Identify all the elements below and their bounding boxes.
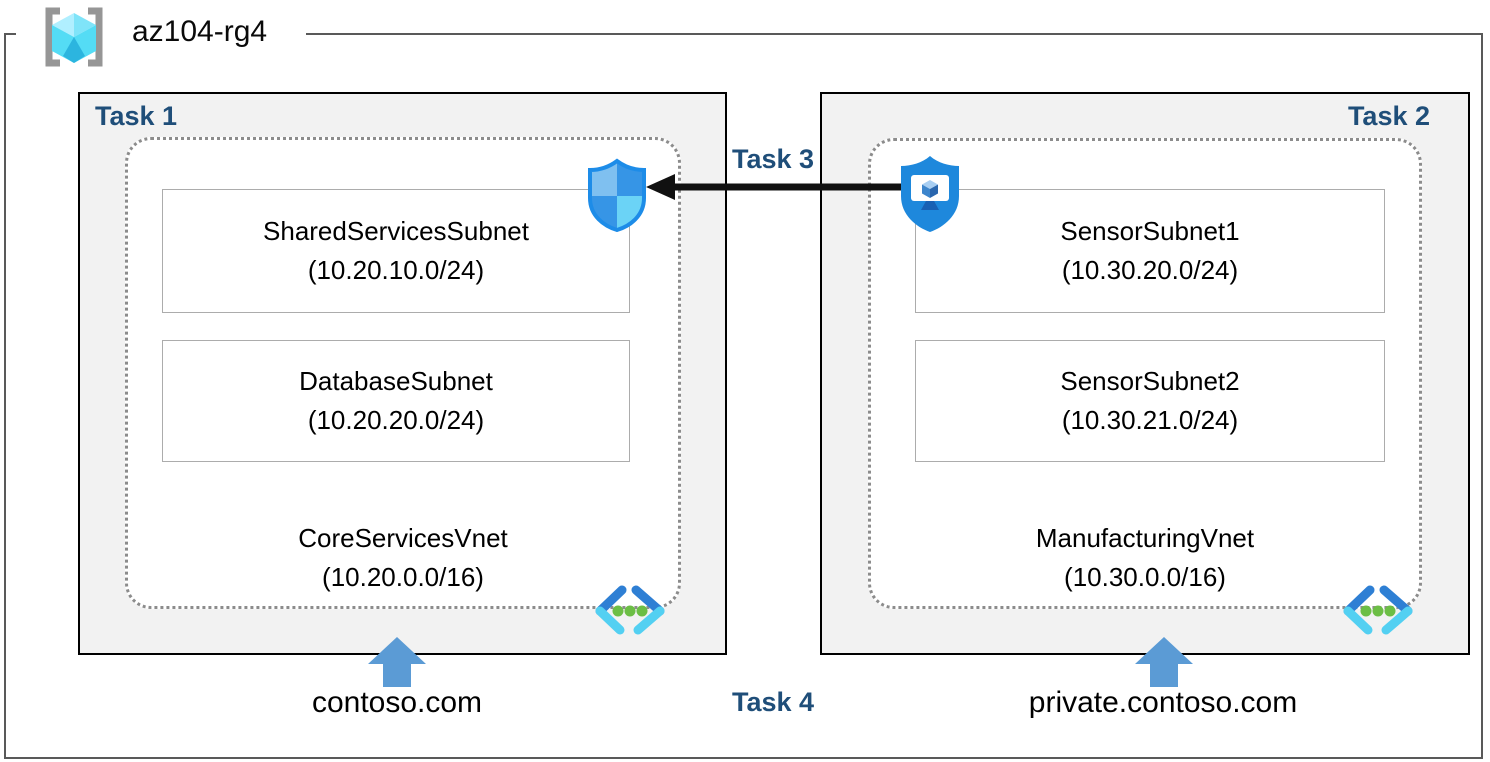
vnet-cidr: (10.30.0.0/16) bbox=[1064, 562, 1226, 592]
subnet-name: DatabaseSubnet bbox=[299, 366, 493, 396]
task4-label: Task 4 bbox=[731, 687, 815, 717]
vnet-cidr: (10.20.0.0/16) bbox=[322, 562, 484, 592]
corevnet-label: CoreServicesVnet (10.20.0.0/16) bbox=[125, 519, 681, 597]
task3-label: Task 3 bbox=[731, 144, 815, 174]
subnet-name: SharedServicesSubnet bbox=[263, 216, 529, 246]
subnet-cidr: (10.30.21.0/24) bbox=[1061, 405, 1239, 435]
resource-group-border bbox=[4, 33, 1483, 759]
subnet-name: SensorSubnet1 bbox=[1060, 216, 1240, 246]
private-dns-zone-label: private.contoso.com bbox=[1028, 686, 1298, 719]
sensor2-subnet-box: SensorSubnet2 (10.30.21.0/24) bbox=[915, 340, 1385, 462]
vnet-name: CoreServicesVnet bbox=[298, 523, 508, 553]
sharedservices-subnet-box: SharedServicesSubnet (10.20.10.0/24) bbox=[162, 189, 630, 313]
vnet-name: ManufacturingVnet bbox=[1035, 523, 1255, 553]
resource-group-label: az104-rg4 bbox=[132, 15, 268, 48]
dns-zone-label: contoso.com bbox=[311, 686, 483, 719]
subnet-cidr: (10.30.20.0/24) bbox=[1061, 255, 1239, 285]
sensor1-subnet-box: SensorSubnet1 (10.30.20.0/24) bbox=[915, 189, 1385, 313]
task1-label: Task 1 bbox=[95, 101, 178, 131]
task2-label: Task 2 bbox=[1347, 101, 1430, 131]
subnet-cidr: (10.20.10.0/24) bbox=[307, 255, 485, 285]
subnet-name: SensorSubnet2 bbox=[1060, 366, 1240, 396]
database-subnet-box: DatabaseSubnet (10.20.20.0/24) bbox=[162, 340, 630, 462]
manufacturingvnet-label: ManufacturingVnet (10.30.0.0/16) bbox=[868, 519, 1422, 597]
subnet-cidr: (10.20.20.0/24) bbox=[307, 405, 485, 435]
